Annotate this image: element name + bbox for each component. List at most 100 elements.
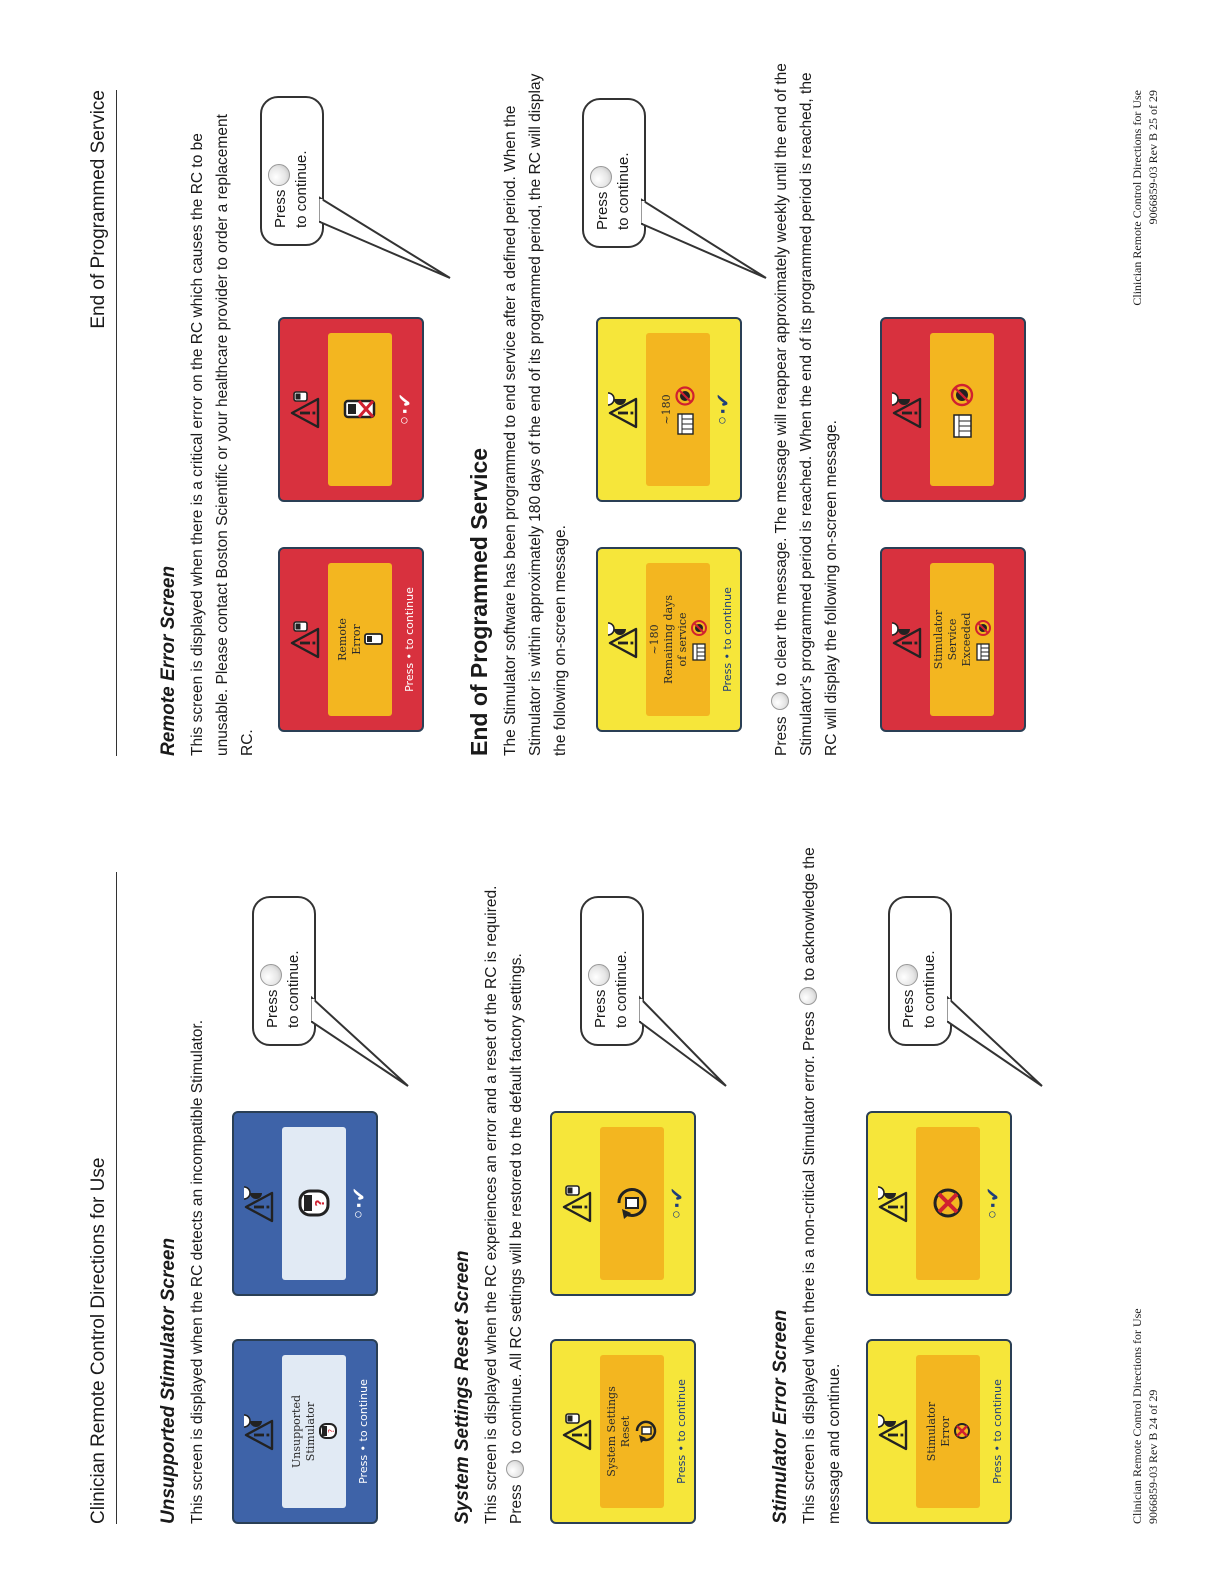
remaining-days-value: ~180 — [648, 624, 662, 655]
calendar-stimulator-icon — [950, 384, 974, 439]
check-icon: ◦·✔ — [713, 392, 734, 427]
screen-label: Unsupported — [290, 1394, 304, 1469]
round-button-icon — [799, 987, 817, 1006]
screen-label: System Settings — [605, 1386, 619, 1477]
callout-tail — [319, 196, 451, 279]
warning-icon — [878, 1414, 908, 1451]
callout-tail — [947, 995, 1043, 1087]
stimulator-question-icon: ? — [298, 1190, 330, 1217]
device-screen-stim-error: Stimulator Error Press • to continue — [866, 1339, 1012, 1524]
section-body: This screen is displayed when the RC exp… — [480, 844, 530, 1524]
section-body: The Stimulator software has been program… — [502, 73, 569, 756]
footer-docnum: 9066859-03 Rev B 25 of 29 — [1145, 90, 1160, 225]
warning-icon — [878, 1186, 908, 1223]
device-screen-stim-error-icon: ◦·✔ — [866, 1111, 1012, 1296]
press-callout: Press to continue. — [582, 98, 767, 279]
footer-docnum: 9066859-03 Rev B 24 of 29 — [1145, 1389, 1160, 1524]
round-button-icon — [588, 963, 610, 986]
round-button-icon — [590, 165, 612, 188]
section-body: This screen is displayed when the RC det… — [189, 1020, 206, 1524]
device-screen-unsupported: Unsupported Stimulator ? Press • to cont… — [232, 1339, 378, 1524]
press-to-continue-text: Press • to continue — [721, 587, 734, 692]
round-button-icon — [505, 1460, 524, 1479]
callout-continue: to continue. — [293, 150, 310, 228]
body-text: to clear the message. The message will r… — [773, 63, 840, 756]
warning-icon — [608, 622, 638, 659]
screen-label: Exceeded — [959, 612, 973, 667]
warning-icon — [562, 1413, 592, 1451]
check-icon: ◦·✔ — [395, 392, 416, 427]
warning-icon — [562, 1185, 592, 1223]
left-page: Clinician Remote Control Directions for … — [0, 792, 1224, 1584]
screen-label: Stimulator — [304, 1401, 317, 1462]
reset-icon — [635, 1421, 656, 1444]
body-text: to continue. All RC settings will be res… — [507, 953, 525, 1454]
round-button-icon — [896, 963, 918, 986]
callout-continue: to continue. — [921, 950, 938, 1028]
screen-label: Error — [350, 624, 363, 655]
callout-continue: to continue. — [615, 152, 632, 230]
warning-icon — [892, 392, 922, 429]
page-header: End of Programmed Service — [88, 90, 117, 756]
section-body: Press to clear the message. The message … — [770, 56, 844, 756]
round-button-icon — [260, 963, 282, 986]
press-callout: Press to continue. — [888, 896, 1043, 1087]
section-title: Remote Error Screen — [158, 565, 179, 756]
check-icon: ◦·✔ — [349, 1186, 370, 1221]
callout-continue: to continue. — [285, 950, 302, 1028]
device-screen-remote-error: Remote Error Press • to continue — [278, 547, 424, 732]
stimulator-x-icon — [953, 1423, 970, 1440]
press-callout: Press to continue. — [252, 896, 409, 1087]
stimulator-x-icon — [933, 1189, 963, 1218]
press-to-continue-text: Press • to continue — [357, 1379, 370, 1484]
check-icon: ◦·✔ — [667, 1186, 688, 1221]
device-screen-service-exceeded-icon — [880, 317, 1026, 502]
page-footer: Clinician Remote Control Directions for … — [1130, 90, 1161, 306]
reset-section: System Settings Reset Screen This screen… — [452, 844, 530, 1524]
device-screen-unsupported-icon: ? ◦·✔ — [232, 1111, 378, 1296]
eops-section: End of Programmed Service The Stimulator… — [466, 66, 573, 756]
stim-error-section: Stimulator Error Screen This screen is d… — [770, 824, 848, 1524]
device-screen-remaining-days-icon: ~180 ◦·✔ — [596, 317, 742, 502]
screen-label: Remaining days — [662, 595, 676, 684]
warning-icon — [892, 622, 922, 659]
calendar-stimulator-icon — [675, 386, 695, 436]
right-page: End of Programmed Service Remote Error S… — [88, 56, 1161, 756]
device-screen-reset-icon: ◦·✔ — [550, 1111, 696, 1296]
callout-tail — [639, 995, 727, 1087]
callout-press: Press — [900, 989, 917, 1028]
remaining-days-value: ~180 — [660, 394, 674, 425]
callout-press: Press — [264, 989, 281, 1028]
press-callout: Press to continue. — [260, 96, 451, 279]
section-title: Unsupported Stimulator Screen — [158, 1237, 179, 1524]
section-title: Stimulator Error Screen — [770, 1309, 791, 1524]
press-callout: Press to continue. — [580, 896, 727, 1087]
round-button-icon — [268, 163, 290, 186]
body-text: Press — [773, 716, 790, 756]
device-screen-reset: System Settings Reset Press • to continu… — [550, 1339, 696, 1524]
section-body: This screen is displayed when there is a… — [798, 824, 848, 1524]
press-to-continue-text: Press • to continue — [675, 1379, 688, 1484]
callout-press: Press — [592, 989, 609, 1028]
callout-continue: to continue. — [613, 950, 630, 1028]
page-header: Clinician Remote Control Directions for … — [88, 872, 117, 1524]
warning-icon — [290, 391, 320, 429]
warning-icon — [244, 1414, 274, 1451]
footer-title: Clinician Remote Control Directions for … — [1130, 1308, 1144, 1524]
callout-press: Press — [594, 191, 611, 230]
section-title: System Settings Reset Screen — [452, 1250, 473, 1524]
section-title: End of Programmed Service — [466, 447, 492, 756]
press-to-continue-text: Press • to continue — [991, 1379, 1004, 1484]
screen-label: Remote — [336, 618, 350, 661]
remote-error-section: Remote Error Screen This screen is displ… — [158, 86, 260, 756]
screen-label: of service — [675, 612, 689, 667]
eops-followup: Press to clear the message. The message … — [770, 56, 844, 756]
remote-control-x-icon — [343, 400, 376, 419]
screen-label: Stimulator — [932, 609, 946, 670]
unsupported-section: Unsupported Stimulator Screen This scree… — [158, 864, 211, 1524]
remote-control-icon — [363, 633, 383, 646]
calendar-stimulator-icon — [974, 620, 991, 662]
footer-title: Clinician Remote Control Directions for … — [1130, 90, 1144, 306]
stimulator-question-icon: ? — [318, 1423, 337, 1440]
body-text: This screen is displayed when there is a… — [801, 1011, 818, 1524]
